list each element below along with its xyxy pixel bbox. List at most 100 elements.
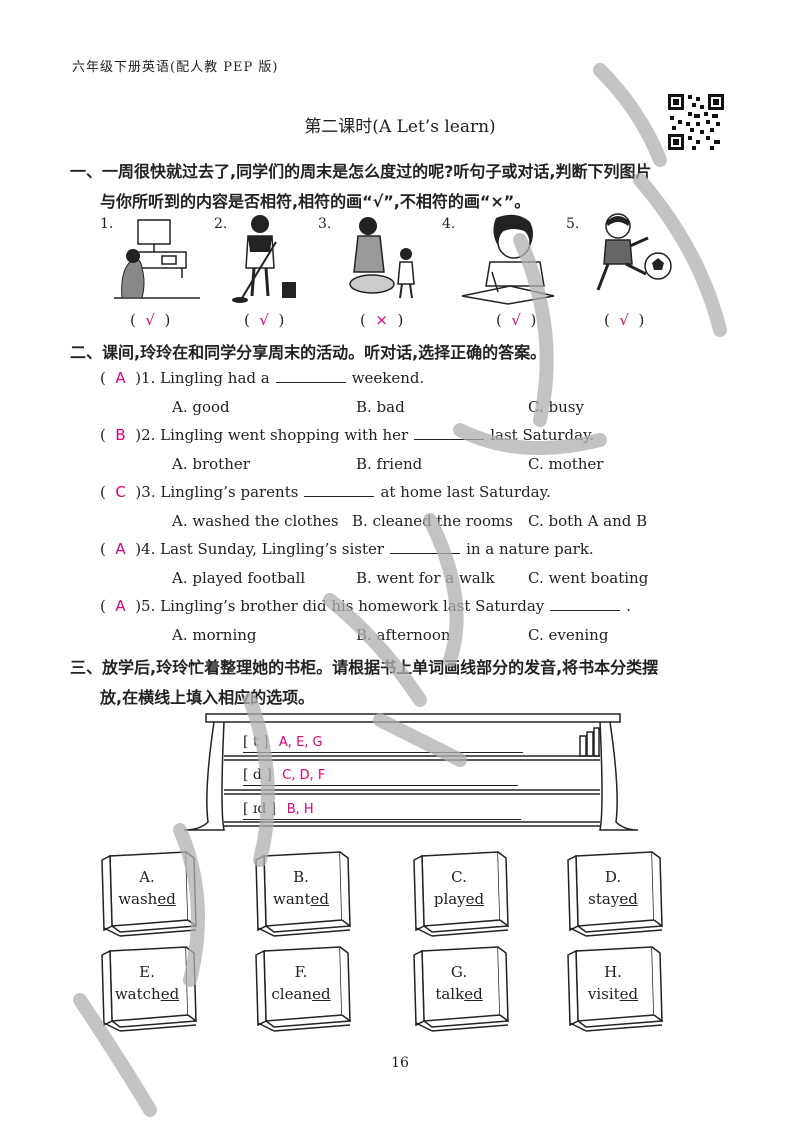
item3-answer-slot: ( × ) — [360, 311, 404, 329]
item2-answer: √ — [259, 311, 269, 329]
lesson-title: 第二课时(A Let’s learn) — [304, 117, 496, 137]
q2-option-b[interactable]: B. friend — [356, 455, 423, 473]
q5-option-a[interactable]: A. morning — [172, 626, 257, 644]
book-g-letter: G. — [450, 963, 468, 981]
item2-answer-slot: ( √ ) — [244, 311, 285, 329]
q3-option-b[interactable]: B. cleaned the rooms — [352, 512, 513, 530]
book-c-label: C. played — [424, 866, 494, 910]
question4-blank[interactable] — [390, 552, 461, 554]
book-h-label: H. visited — [578, 961, 648, 1005]
shelf-sound-d: [ d ] — [243, 767, 272, 783]
book-d-stem: stay — [588, 890, 620, 908]
book-c-word: played — [424, 888, 494, 910]
book-e-stem: watch — [114, 985, 161, 1003]
item1-number: 1. — [100, 216, 114, 232]
question2-text: )2. Lingling went shopping with her — [135, 426, 409, 444]
question4-answer: A — [115, 540, 126, 558]
q4-option-a[interactable]: A. played football — [172, 569, 306, 587]
book-a-letter: A. — [139, 868, 155, 886]
question5-blank[interactable] — [550, 609, 621, 611]
book-h-word: visited — [578, 983, 648, 1005]
item2-number: 2. — [214, 216, 228, 232]
book-e-word: watched — [112, 983, 182, 1005]
book-g-suffix: ed — [464, 985, 483, 1003]
page-number: 16 — [391, 1055, 409, 1071]
boy-playing-football-picture — [596, 213, 672, 291]
item4-answer: √ — [511, 311, 521, 329]
question4-text: )4. Last Sunday, Lingling’s sister — [135, 540, 385, 558]
q1-option-c[interactable]: C. busy — [528, 398, 584, 416]
book-f-suffix: ed — [312, 985, 331, 1003]
q3-option-a[interactable]: A. washed the clothes — [172, 512, 339, 530]
girl-sweeping-picture — [232, 215, 296, 303]
boy-doing-homework-picture — [461, 214, 555, 305]
shelf-row-d[interactable]: [ d ] C, D, F — [243, 767, 518, 786]
question4-text-end: in a nature park. — [466, 540, 594, 558]
book-e-suffix: ed — [160, 985, 180, 1003]
question2-text-end: last Saturday. — [490, 426, 595, 444]
shelf-sound-t: [ t ] — [243, 734, 269, 750]
section3-line1: 三、放学后,玲玲忙着整理她的书柜。请根据书上单词画线部分的发音,将书本分类摆 — [70, 658, 659, 677]
q3-option-c[interactable]: C. both A and B — [528, 512, 648, 530]
q5-option-b[interactable]: B. afternoon — [356, 626, 451, 644]
book-h-stem: visit — [587, 985, 620, 1003]
item3-number: 3. — [318, 216, 332, 232]
book-c-suffix: ed — [465, 890, 485, 908]
question5-text-end: . — [626, 597, 632, 615]
book-d-letter: D. — [604, 868, 622, 886]
q5-option-c[interactable]: C. evening — [528, 626, 609, 644]
shelf-row-id[interactable]: [ ɪd ] B, H — [243, 801, 521, 820]
book-b-stem: want — [273, 890, 311, 908]
section3-line2: 放,在横线上填入相应的选项。 — [100, 688, 315, 707]
question3-blank[interactable] — [304, 495, 375, 497]
item5-answer: √ — [619, 311, 629, 329]
book-h-suffix: ed — [619, 985, 639, 1003]
mother-washing-clothes-picture — [349, 217, 415, 299]
section1-instructions: 一、一周很快就过去了,同学们的周末是怎么度过的呢?听句子或对话,判断下列图片 与… — [70, 157, 651, 217]
question3-text-end: at home last Saturday. — [380, 483, 551, 501]
book-g-word: talked — [424, 983, 494, 1005]
section1-line2: 与你所听到的内容是否相符,相符的画“√”,不相符的画“×”。 — [100, 192, 531, 211]
question3-answer: C — [115, 483, 126, 501]
q4-option-b[interactable]: B. went for a walk — [356, 569, 495, 587]
book-d-suffix: ed — [619, 890, 638, 908]
book-b-letter: B. — [293, 868, 309, 886]
question2-blank[interactable] — [414, 438, 485, 440]
book-f-word: cleaned — [266, 983, 336, 1005]
q1-option-a[interactable]: A. good — [172, 398, 230, 416]
book-a-label: A. washed — [112, 866, 182, 910]
item3-answer: × — [375, 311, 388, 329]
q1-option-b[interactable]: B. bad — [356, 398, 405, 416]
book-e-label: E. watched — [112, 961, 182, 1005]
question1-answer: A — [115, 369, 126, 387]
section3-instructions: 三、放学后,玲玲忙着整理她的书柜。请根据书上单词画线部分的发音,将书本分类摆 放… — [70, 653, 658, 713]
item5-number: 5. — [566, 216, 580, 232]
question2-answer: B — [115, 426, 126, 444]
book-d-word: stayed — [578, 888, 648, 910]
shelf-answer-d: C, D, F — [282, 768, 326, 783]
item4-answer-slot: ( √ ) — [496, 311, 537, 329]
item1-answer: √ — [145, 311, 155, 329]
shelf-answer-t: A, E, G — [278, 735, 323, 750]
book-b-word: wanted — [266, 888, 336, 910]
q2-option-c[interactable]: C. mother — [528, 455, 604, 473]
book-f-letter: F. — [294, 963, 308, 981]
question3-text: )3. Lingling’s parents — [135, 483, 299, 501]
book-a-word: washed — [112, 888, 182, 910]
book-e-letter: E. — [139, 963, 155, 981]
q2-option-a[interactable]: A. brother — [172, 455, 250, 473]
question1-text-end: weekend. — [351, 369, 425, 387]
book-g-label: G. talked — [424, 961, 494, 1005]
q4-option-c[interactable]: C. went boating — [528, 569, 649, 587]
question1-blank[interactable] — [275, 381, 346, 383]
book-g-stem: talk — [435, 985, 465, 1003]
book-f-stem: clean — [271, 985, 313, 1003]
book-a-stem: wash — [118, 890, 158, 908]
qr-code-icon[interactable] — [666, 92, 726, 152]
book-a-suffix: ed — [157, 890, 176, 908]
shelf-row-t[interactable]: [ t ] A, E, G — [243, 734, 523, 753]
